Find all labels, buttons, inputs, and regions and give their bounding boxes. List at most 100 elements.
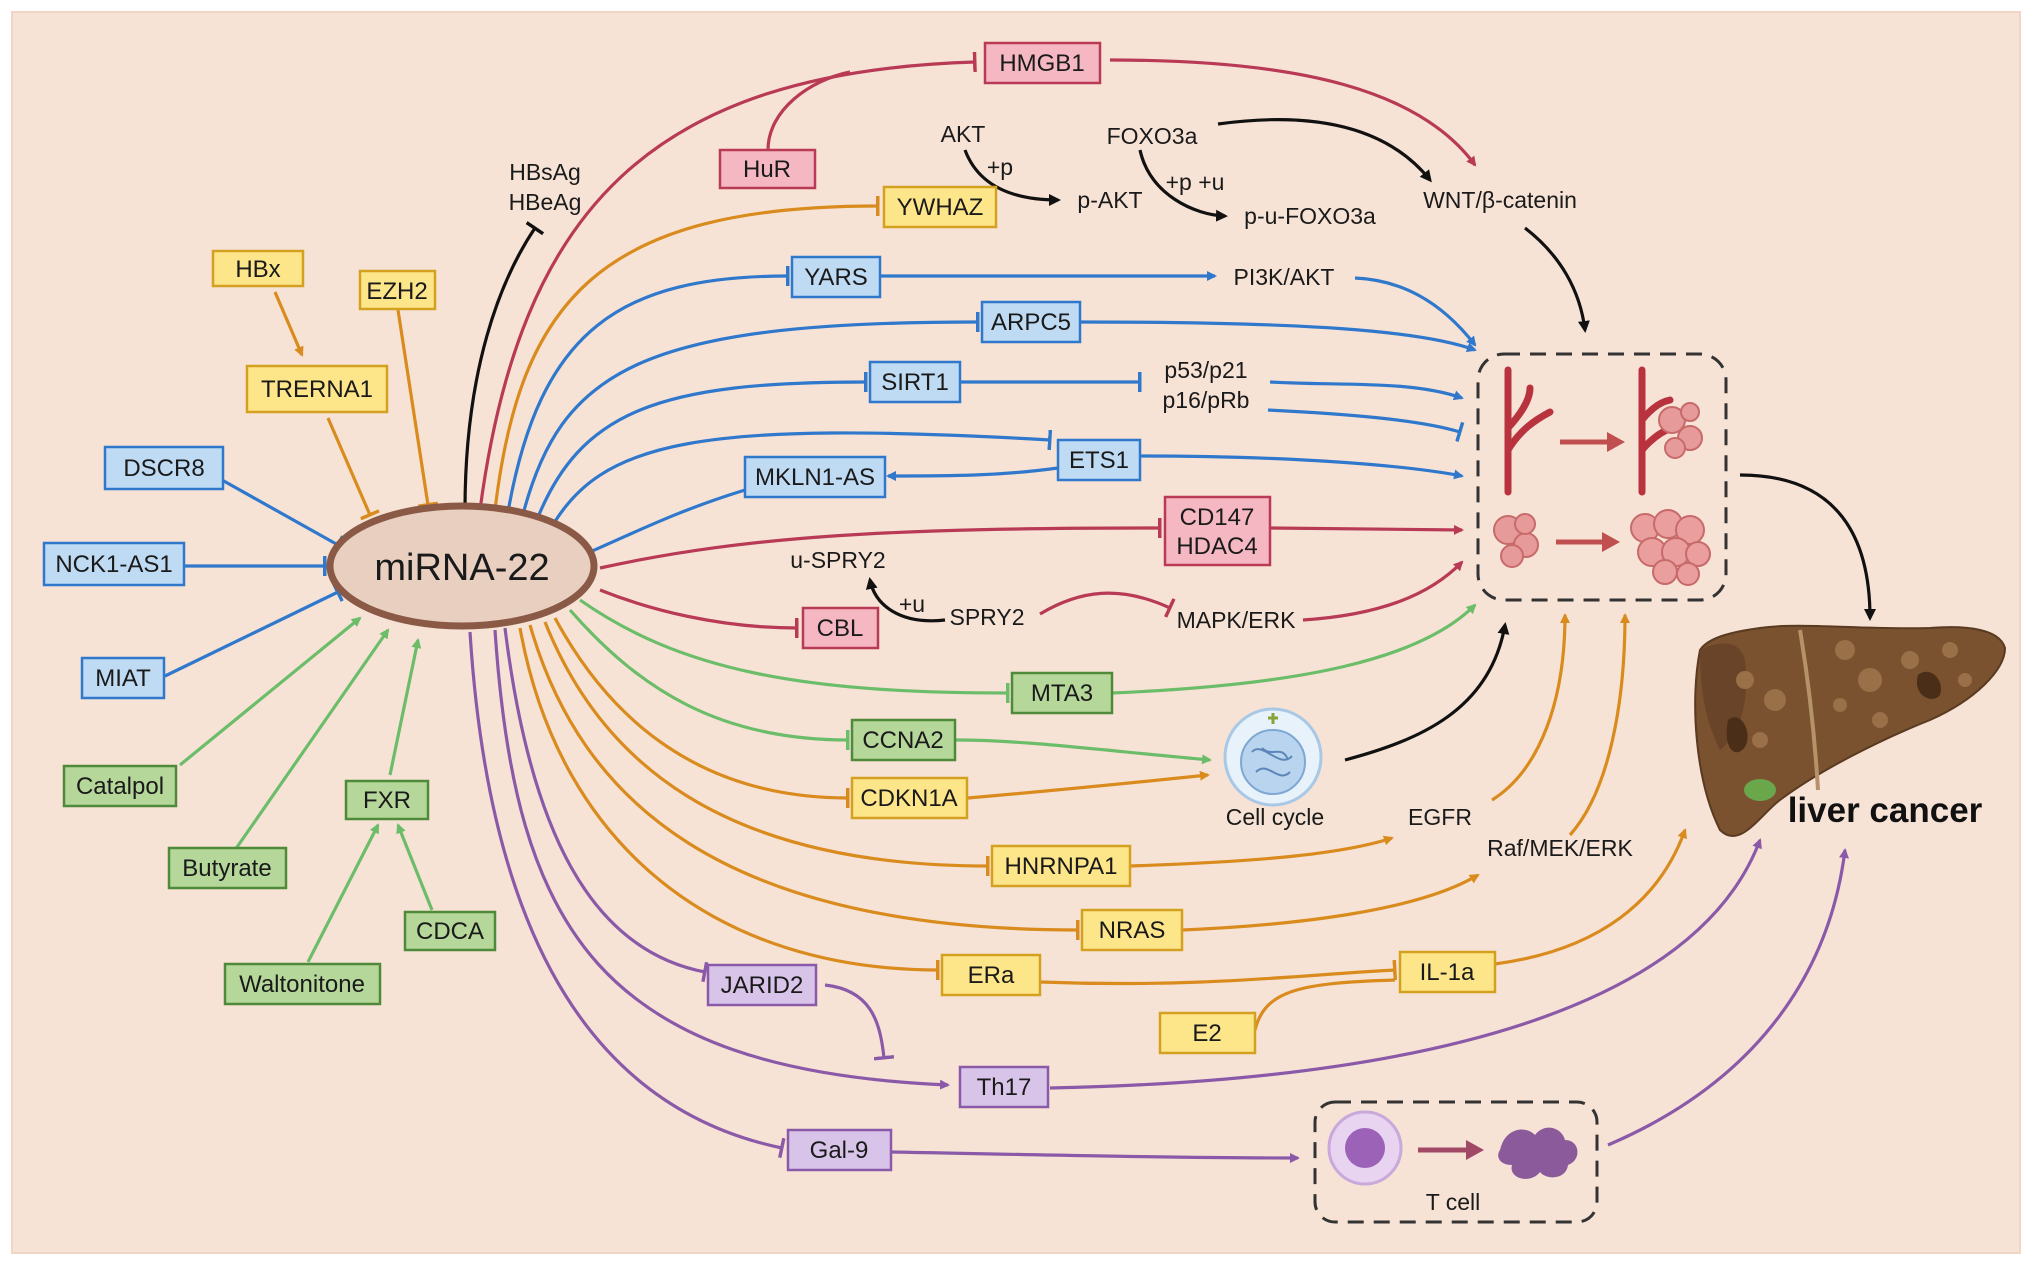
foxo3a-label: FOXO3a [1107, 123, 1198, 149]
akt-label: AKT [941, 121, 986, 147]
pi3k-label: PI3K/AKT [1234, 264, 1335, 290]
edge-raf-box [1568, 613, 1630, 837]
plus-u-label: +u [899, 591, 925, 617]
th17-label: Th17 [977, 1074, 1032, 1101]
cell-nucleus-icon [1223, 707, 1323, 807]
hmgb1-box [983, 41, 1102, 85]
nras-box [1080, 908, 1184, 952]
t-cell-frame [1313, 1100, 1599, 1224]
edge-mirna-hmgb1 [478, 51, 977, 511]
fxr-box [344, 779, 430, 821]
mta3-label: MTA3 [1031, 680, 1093, 707]
edge-catalpol-mirna [178, 616, 362, 767]
edge-foxo3a-pufoxo3a [1138, 149, 1228, 222]
edge-miat-mirna [164, 582, 344, 678]
il1a-label: IL-1a [1420, 959, 1475, 986]
edge-ezh2-mirna [396, 309, 439, 509]
th17-box [958, 1065, 1050, 1109]
fxr-label: FXR [363, 787, 411, 814]
waltonitone-box [223, 962, 382, 1006]
edge-mirna-nras [528, 624, 1080, 941]
edge-egfr-box [1491, 613, 1570, 802]
edge-spry2-mapk [1039, 591, 1176, 618]
edge-mirna-gal9 [468, 631, 786, 1159]
t-cell-label: T cell [1426, 1189, 1481, 1215]
era-label: ERa [968, 962, 1015, 989]
hnrnpa1-label: HNRNPA1 [1005, 853, 1118, 880]
mkln1as-box [743, 455, 887, 499]
trerna1-box [245, 364, 389, 414]
era-box [940, 953, 1042, 997]
cdkn1a-box [850, 776, 969, 820]
mta3-box [1010, 671, 1114, 715]
edge-hbx-trerna1 [273, 291, 304, 357]
hur-box [718, 148, 817, 190]
edge-mta3-box [1111, 603, 1477, 695]
edge-gal9-tcell [891, 1150, 1300, 1163]
cbl-box [801, 606, 880, 650]
edge-p53-box [1269, 380, 1464, 401]
mkln1as-label: MKLN1-AS [755, 464, 875, 491]
hbeag-label: HBeAg [509, 189, 582, 215]
hur-label: HuR [743, 156, 791, 183]
gal9-label: Gal-9 [810, 1137, 869, 1164]
nck1as1-box [42, 541, 186, 587]
edge-p16-box [1267, 408, 1465, 443]
edge-hmgb1-wnt [1109, 58, 1477, 167]
edge-mirna-ets1 [548, 429, 1053, 531]
edge-mirna-cdkn1a [553, 617, 850, 809]
edge-cdkn1a-cellcycle [967, 770, 1210, 800]
yars-label: YARS [804, 264, 868, 291]
p16-label: p16/pRb [1163, 387, 1250, 413]
il1a-box [1398, 950, 1497, 994]
edge-il1a-liver [1494, 828, 1688, 966]
ywhaz-label: YWHAZ [897, 194, 984, 221]
edge-fxr-mirna [388, 638, 422, 776]
edge-trerna1-mirna [326, 417, 380, 521]
edge-waltonitone-fxr [306, 823, 380, 963]
liver-organ-icon [1694, 624, 2007, 837]
p-u-foxo3a-label: p-u-FOXO3a [1244, 203, 1376, 229]
e2-label: E2 [1192, 1020, 1221, 1047]
edge-e2-il1a [1253, 978, 1396, 1031]
nck1as1-label: NCK1-AS1 [55, 551, 172, 578]
sirt1-box [868, 360, 962, 404]
edge-mkln1as-mirna [584, 488, 746, 562]
edge-th17-liver [1049, 838, 1762, 1090]
dscr8-box [103, 445, 225, 491]
wnt-label: WNT/β-catenin [1423, 187, 1577, 213]
edge-cdca-fxr [396, 823, 434, 911]
mirna-22-node [326, 502, 598, 630]
ywhaz-box [882, 185, 998, 229]
edge-mirna-ywhaz [493, 195, 880, 511]
edge-mirna-th17 [493, 629, 950, 1090]
ccna2-box [850, 718, 957, 762]
catalpol-label: Catalpol [76, 773, 164, 800]
ccna2-label: CCNA2 [862, 727, 943, 754]
butyrate-box [167, 846, 288, 890]
edge-butyrate-mirna [233, 628, 390, 851]
nras-label: NRAS [1099, 917, 1166, 944]
edge-ccna2-cellcycle [954, 738, 1212, 765]
gal9-box [786, 1128, 893, 1172]
edge-jarid2-th17 [824, 983, 895, 1061]
ezh2-label: EZH2 [366, 278, 427, 305]
arpc5-box [980, 300, 1082, 344]
hbx-box [211, 249, 305, 288]
edge-box-liver [1739, 473, 1876, 621]
blood-vessel-sprouting-icon [1504, 366, 1703, 496]
miat-box [80, 656, 166, 700]
cdca-label: CDCA [416, 918, 484, 945]
edge-ets1-box [1139, 454, 1464, 480]
cdca-box [403, 910, 497, 952]
edge-ets1-mkln1as [886, 466, 1059, 481]
edge-mirna-cbl [599, 588, 799, 639]
edge-mirna-ccna2 [568, 608, 850, 751]
edge-mapk-box [1302, 560, 1464, 622]
yars-box [790, 255, 882, 299]
edge-mirna-hnrnpa1 [543, 621, 990, 877]
jarid2-label: JARID2 [721, 972, 804, 999]
edge-pi3k-box [1354, 276, 1477, 347]
diagram-background [11, 11, 2021, 1254]
